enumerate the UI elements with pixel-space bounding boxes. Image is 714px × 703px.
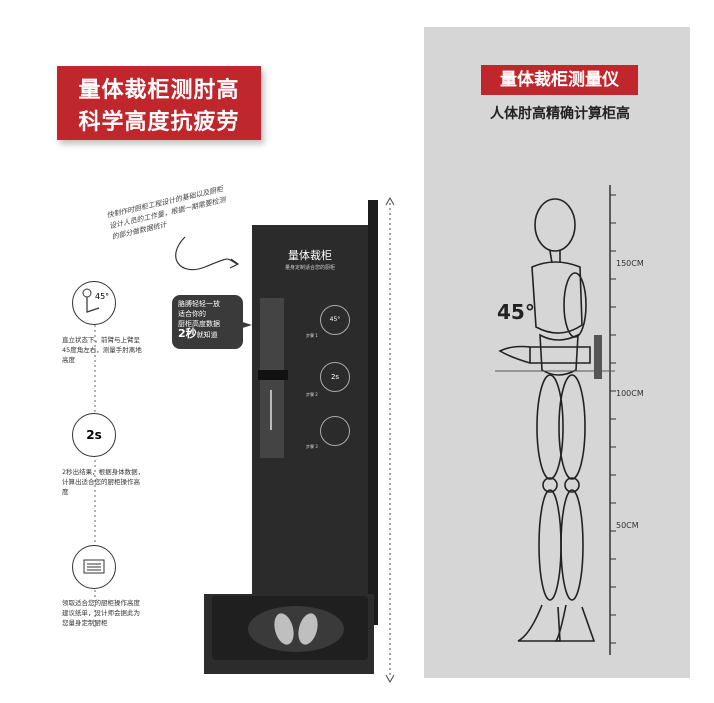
step3-printer-icon [72,545,116,589]
step2-time-label: 2s [86,428,102,442]
stand-printer-icon [320,416,350,446]
left-headline-line2: 科学高度抗疲劳 [78,110,240,135]
step2-text: 2秒出结果，根据身体数据，计算出适合您的厨柜操作高度 [62,468,145,496]
stand-title: 量体裁柜 [288,249,332,262]
curved-arrow-icon [175,236,240,271]
height-ruler [609,185,616,655]
callout-line1: 胳膊轻轻一放 [178,300,220,308]
stand-step2-label: 步骤 2 [306,392,318,397]
elbow-angle-label: 45° [497,300,535,324]
step2-timer-icon: 2s [72,413,116,457]
left-headline-banner: 量体裁柜测肘高 科学高度抗疲劳 [57,66,261,140]
ruler-label-50: 50CM [616,521,639,530]
stand-step1-label: 步骤 1 [306,333,318,338]
right-panel-tag: 量体裁柜测量仪 [481,65,638,95]
stand-subtitle: 量身定制适合您的厨柜 [284,265,335,271]
stand-step3-label: 步骤 3 [306,444,318,449]
mannequin-figure [495,198,615,642]
footprints-icon [274,613,318,645]
footprint-mat [248,606,344,652]
left-headline-line1: 量体裁柜测肘高 [78,78,240,103]
step1-elbow-icon: 45° [72,281,116,325]
speed-callout: 胳膊轻轻一放 适合你的 厨柜高度数据 2秒就知道 [172,295,243,349]
callout-line3: 厨柜高度数据 [178,320,220,328]
step3-text: 领取适合您的厨柜操作高度建议纸单，设计师会据此为您量身定制厨柜 [62,599,140,627]
step1-text: 直立状态下，前臂与上臂呈45度角左右，测量手肘离地高度 [62,336,142,364]
ruler-label-150: 150CM [616,259,644,268]
ruler-label-100: 100CM [616,389,644,398]
callout-pointer [236,320,252,330]
measurement-panel [424,27,690,678]
height-dotted-arrow [385,196,395,684]
elbow-rest[interactable] [258,370,288,380]
callout-suffix: 就知道 [196,331,218,339]
step1-angle-label: 45° [95,292,110,301]
stand-angle-icon: 45° [320,305,350,335]
stand-timer-icon: 2s [320,362,350,392]
callout-line2: 适合你的 [178,310,206,318]
callout-big: 2秒 [178,327,197,340]
paper-slot [270,390,272,430]
right-panel-subtitle: 人体肘高精确计算柜高 [490,106,630,122]
stand-side-panel [368,200,378,625]
